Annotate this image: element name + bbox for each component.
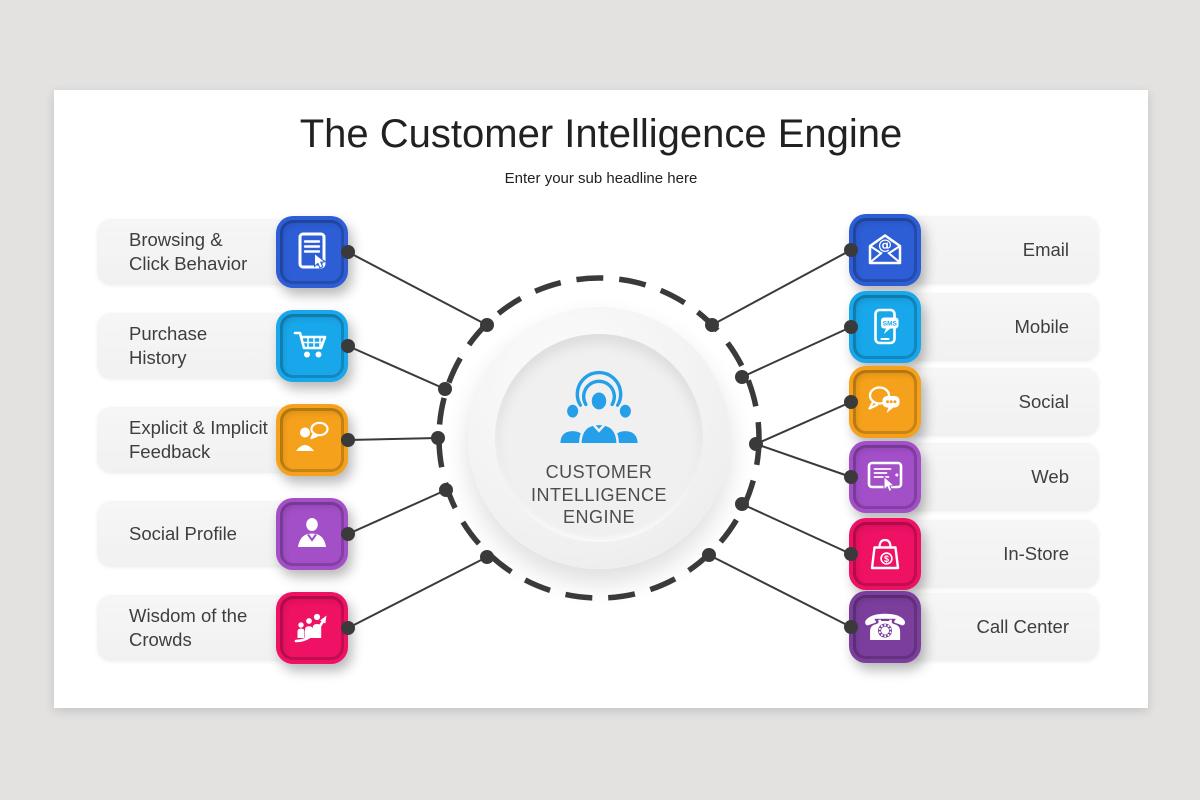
customer-group-broadcast-icon xyxy=(557,370,641,446)
chat-bubbles-icon xyxy=(849,366,921,438)
right-item-pill: Web xyxy=(894,443,1099,511)
left-item-label: Browsing & Click Behavior xyxy=(129,228,248,274)
left-item-pill: Social Profile xyxy=(97,501,297,567)
right-item-label: In-Store xyxy=(1003,542,1069,564)
sms-phone-icon: SMS xyxy=(849,291,921,363)
right-item-label: Call Center xyxy=(976,615,1069,637)
growth-chart-icon xyxy=(276,592,348,664)
center-engine-label: CUSTOMER INTELLIGENCE ENGINE xyxy=(530,462,668,527)
left-item-pill: Explicit & Implicit Feedback xyxy=(97,407,297,473)
right-item-pill: Email xyxy=(894,216,1099,284)
left-item-pill: Purchase History xyxy=(97,313,297,379)
page-title: The Customer Intelligence Engine xyxy=(299,112,903,156)
right-item-pill: Call Center xyxy=(894,593,1099,661)
left-item-label: Wisdom of the Crowds xyxy=(129,604,248,650)
page-subtitle: Enter your sub headline here xyxy=(504,170,698,187)
tablet-click-icon xyxy=(276,216,348,288)
right-item-label: Web xyxy=(1031,465,1069,487)
person-feedback-icon xyxy=(276,404,348,476)
right-item-pill: Social xyxy=(894,368,1099,436)
left-item-label: Explicit & Implicit Feedback xyxy=(129,416,268,462)
svg-text:@: @ xyxy=(878,238,892,254)
left-item-label: Social Profile xyxy=(129,522,237,544)
telephone-icon: ☎ xyxy=(849,591,921,663)
shopping-cart-icon xyxy=(276,310,348,382)
svg-text:SMS: SMS xyxy=(883,321,898,328)
shopping-bag-icon: $ xyxy=(849,518,921,590)
right-item-pill: Mobile xyxy=(894,293,1099,361)
email-at-icon: @ xyxy=(849,214,921,286)
left-item-pill: Browsing & Click Behavior xyxy=(97,219,297,285)
right-item-label: Social xyxy=(1018,390,1069,412)
slide-canvas: The Customer Intelligence Engine Enter y… xyxy=(54,90,1148,708)
svg-text:☎: ☎ xyxy=(863,608,908,649)
right-item-label: Email xyxy=(1022,238,1069,260)
svg-text:$: $ xyxy=(884,554,889,564)
left-item-label: Purchase History xyxy=(129,322,208,368)
right-item-label: Mobile xyxy=(1014,315,1070,337)
left-item-pill: Wisdom of the Crowds xyxy=(97,595,297,661)
businessman-icon xyxy=(276,498,348,570)
tablet-touch-icon xyxy=(849,441,921,513)
right-item-pill: In-Store xyxy=(894,520,1099,588)
